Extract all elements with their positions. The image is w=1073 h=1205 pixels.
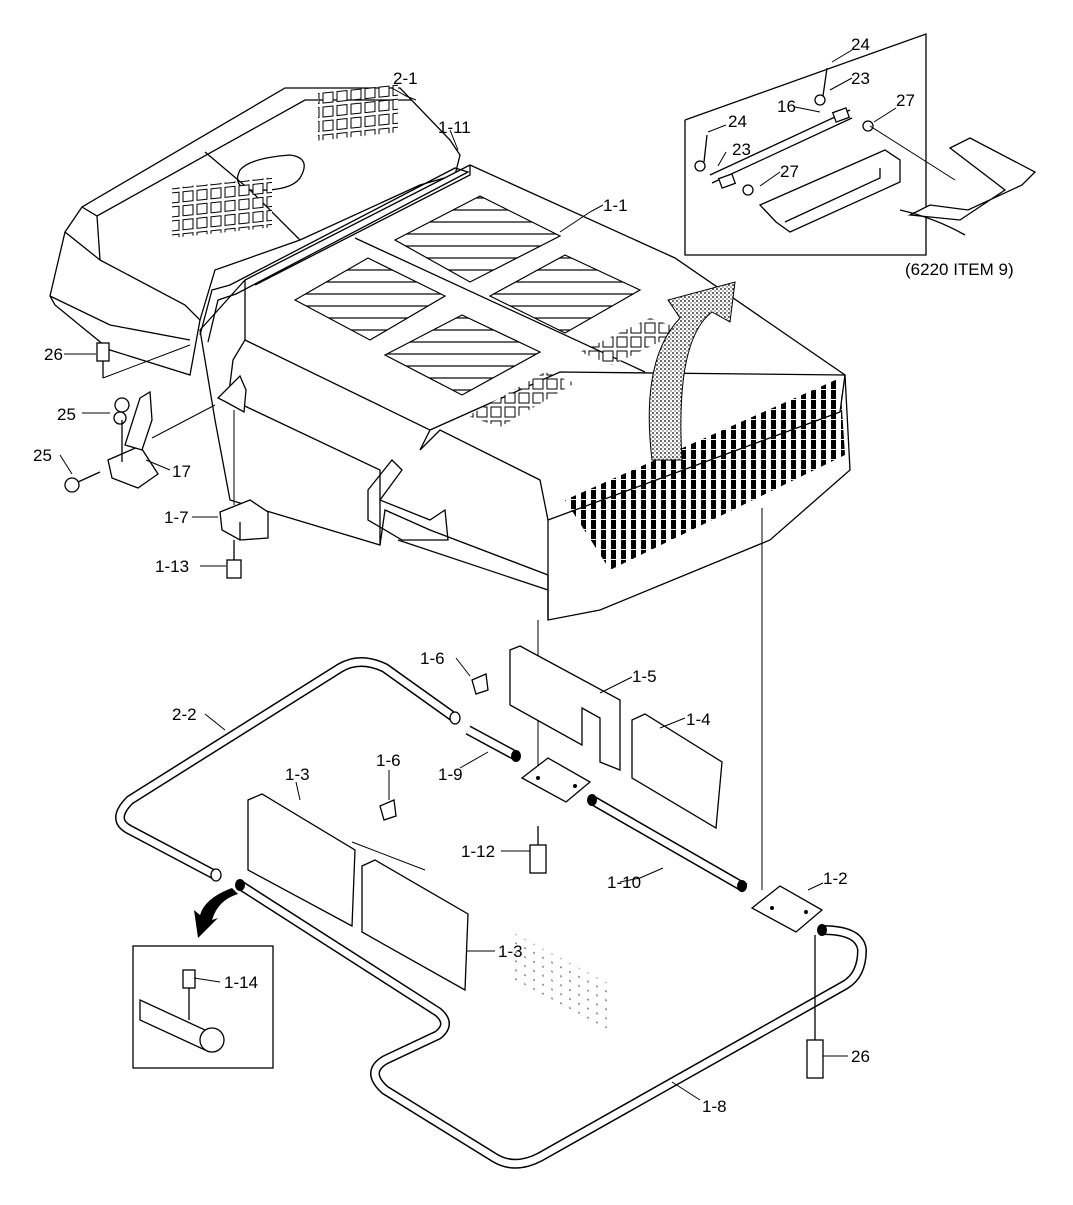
label-1-7: 1-7 — [164, 508, 189, 527]
bolt-1-13 — [226, 540, 242, 579]
seal-strip-1-11 — [199, 167, 470, 343]
hinge-center — [520, 757, 592, 803]
tube-1-9 — [465, 725, 521, 762]
pad-1-3-left — [247, 793, 356, 928]
label-17: 17 — [172, 462, 191, 481]
label-1-11: 1-11 — [438, 118, 471, 137]
detail-inset-box — [684, 33, 956, 256]
label-25-lower: 25 — [33, 446, 52, 465]
hardware-26-bolt — [96, 342, 191, 379]
label-27-lower: 27 — [780, 162, 799, 181]
latch-17 — [64, 390, 216, 493]
screw-1-6-upper — [471, 673, 489, 695]
label-23-lower: 23 — [732, 140, 751, 159]
frame-bracket-6220-item-9 — [899, 137, 1037, 236]
label-1-6-upper: 1-6 — [420, 649, 445, 668]
hood-cover-2-1 — [49, 82, 461, 376]
label-27-upper: 27 — [896, 91, 915, 110]
part-labels: 2-1 1-11 1-1 24 23 16 27 24 23 27 (6220 … — [33, 35, 1014, 1116]
label-1-6-lower: 1-6 — [376, 751, 401, 770]
leader-lines — [59, 49, 897, 1101]
tube-frame-1-8 — [235, 879, 868, 1169]
label-1-3-left: 1-3 — [285, 765, 310, 784]
label-1-4: 1-4 — [686, 710, 711, 729]
bolt-1-12 — [529, 826, 547, 874]
label-26-upper: 26 — [44, 345, 63, 364]
bolt-26-lower — [806, 935, 824, 1079]
label-1-12: 1-12 — [461, 842, 495, 861]
label-1-8: 1-8 — [702, 1097, 727, 1116]
label-2-2: 2-2 — [172, 705, 197, 724]
label-1-9: 1-9 — [438, 765, 463, 784]
main-hood-1-1 — [199, 164, 851, 621]
screw-1-6-lower — [379, 799, 397, 821]
pad-1-4 — [631, 713, 723, 830]
bracket-hood — [216, 374, 247, 414]
label-2-1: 2-1 — [393, 69, 418, 88]
label-1-5: 1-5 — [632, 667, 657, 686]
label-1-14: 1-14 — [224, 973, 258, 992]
label-25-upper: 25 — [57, 405, 76, 424]
label-24-lower: 24 — [728, 112, 747, 131]
label-23-upper: 23 — [851, 69, 870, 88]
pad-1-5 — [509, 645, 621, 1035]
detail-box-1-14 — [132, 945, 274, 1069]
label-1-10: 1-10 — [607, 873, 641, 892]
detail-arrow-icon — [194, 888, 238, 938]
label-1-3-right: 1-3 — [498, 942, 523, 961]
pad-1-3-right — [361, 859, 469, 992]
label-1-1: 1-1 — [603, 196, 628, 215]
label-6220-item-9: (6220 ITEM 9) — [905, 260, 1014, 279]
tube-1-10 — [587, 794, 748, 893]
label-26-lower: 26 — [851, 1047, 870, 1066]
label-1-13: 1-13 — [155, 557, 189, 576]
label-24-upper: 24 — [851, 35, 870, 54]
block-1-7 — [219, 499, 269, 541]
hinge-1-2 — [750, 885, 824, 933]
label-16: 16 — [777, 97, 796, 116]
tube-frame-2-2 — [115, 657, 461, 882]
label-1-2: 1-2 — [823, 869, 848, 888]
removal-arrow-icon — [648, 281, 736, 461]
